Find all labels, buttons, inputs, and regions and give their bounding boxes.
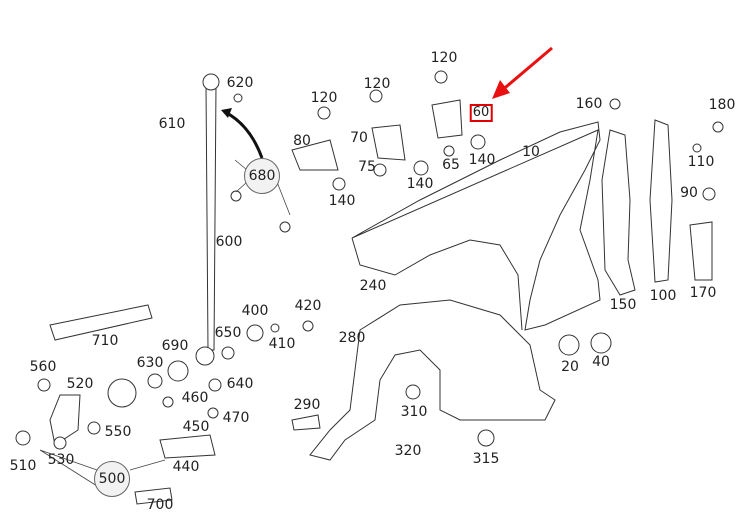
red-pointer-arrow	[499, 46, 553, 94]
part-label: 100	[649, 288, 677, 304]
part-label: 620	[226, 75, 254, 91]
small-fasteners	[15, 70, 724, 450]
strip-part	[49, 304, 153, 341]
support-rod-part	[205, 84, 217, 351]
part-label: 520	[66, 376, 94, 392]
circled-part-label: 680	[244, 158, 280, 194]
part-label: 560	[29, 359, 57, 375]
part-label: 140	[468, 152, 496, 168]
part-label: 140	[406, 176, 434, 192]
bracket-70	[371, 124, 406, 161]
part-label: 460	[181, 390, 209, 406]
part-label: 90	[680, 185, 698, 201]
bracket-170	[689, 221, 713, 281]
part-label: 120	[310, 90, 338, 106]
part-label: 320	[394, 443, 422, 459]
part-label: 280	[338, 330, 366, 346]
part-label: 710	[91, 333, 119, 349]
part-550-ring	[107, 378, 137, 408]
part-label: 600	[215, 234, 243, 250]
part-label: 70	[350, 130, 368, 146]
part-label: 510	[9, 458, 37, 474]
part-label: 470	[222, 410, 250, 426]
part-label: 450	[182, 419, 210, 435]
part-label: 65	[442, 157, 460, 173]
highlighted-label-text: 60	[471, 105, 491, 120]
part-label: 400	[241, 303, 269, 319]
bracket-280b	[291, 414, 321, 431]
bracket-60	[431, 99, 463, 139]
part-label: 440	[172, 459, 200, 475]
highlighted-part-label[interactable]: 60	[469, 104, 493, 122]
bracket-80	[291, 139, 339, 171]
panel-100	[649, 119, 673, 283]
fender-part	[351, 121, 601, 331]
part-label: 650	[214, 325, 242, 341]
part-label: 150	[609, 297, 637, 313]
part-label: 640	[226, 376, 254, 392]
part-label: 550	[104, 424, 132, 440]
part-label: 120	[363, 76, 391, 92]
part-label: 140	[328, 193, 356, 209]
bracket-520	[49, 394, 81, 446]
rod-end	[195, 346, 215, 366]
wheel-liner-part	[309, 299, 556, 461]
part-label: 80	[293, 133, 311, 149]
part-label: 240	[359, 278, 387, 294]
curved-arrow	[224, 110, 264, 159]
circled-part-label: 500	[94, 461, 130, 497]
part-label: 530	[47, 452, 75, 468]
part-label: 610	[158, 116, 186, 132]
strip-part-700	[134, 487, 173, 505]
part-label: 290	[293, 397, 321, 413]
part-label: 20	[561, 359, 579, 375]
part-label: 315	[472, 451, 500, 467]
part-label: 410	[268, 336, 296, 352]
part-label: 700	[146, 497, 174, 513]
part-label: 310	[400, 404, 428, 420]
bracket-440	[159, 434, 216, 459]
panel-150	[601, 129, 636, 296]
part-label: 630	[136, 355, 164, 371]
part-label: 420	[294, 298, 322, 314]
part-label: 75	[358, 159, 376, 175]
part-label: 120	[430, 50, 458, 66]
part-label: 160	[575, 96, 603, 112]
rod-knob	[202, 73, 220, 91]
part-label: 40	[592, 354, 610, 370]
part-label: 180	[708, 97, 736, 113]
part-label: 10	[522, 144, 540, 160]
part-label: 690	[161, 338, 189, 354]
part-label: 110	[687, 154, 715, 170]
part-label: 170	[689, 285, 717, 301]
